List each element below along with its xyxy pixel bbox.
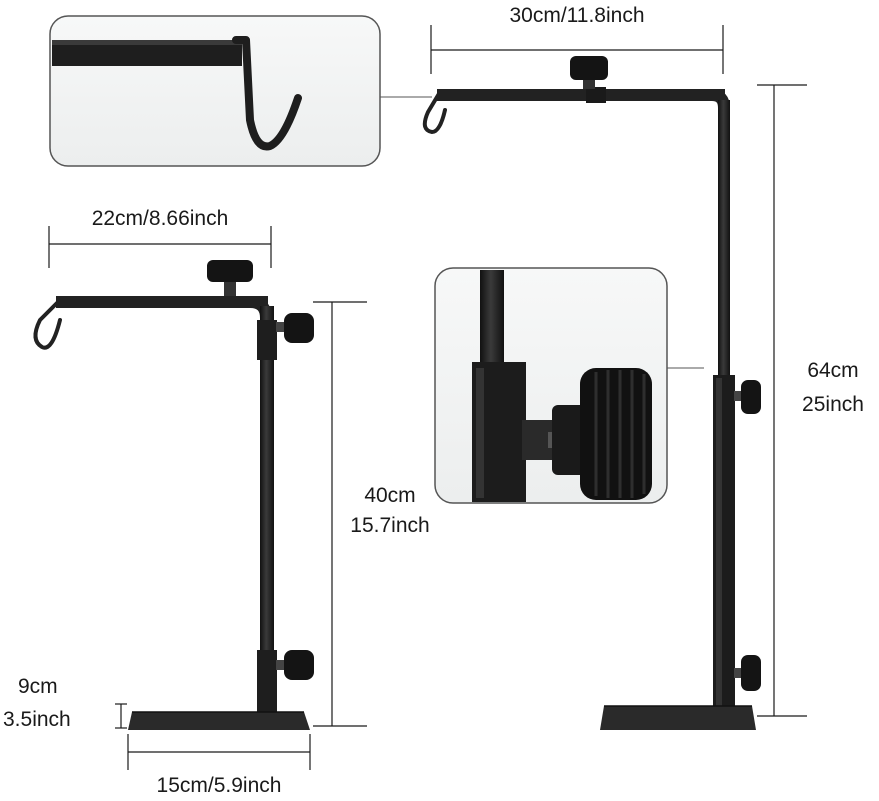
small-stand-height-label-inch: 15.7inch — [350, 514, 430, 537]
base-offset-label-inch: 3.5inch — [3, 708, 71, 731]
hook-detail-inset — [49, 15, 432, 167]
large-stand-height-label-cm: 64cm — [807, 359, 859, 382]
large-stand-height-label-inch: 25inch — [802, 393, 864, 416]
dimension-lines — [48, 25, 807, 770]
base-width-label: 15cm/5.9inch — [156, 774, 282, 797]
clamp-knob-detail-inset — [434, 267, 704, 504]
base-offset-label-cm: 9cm — [18, 675, 58, 698]
large-stand — [422, 56, 761, 730]
small-stand-height-label-cm: 40cm — [364, 484, 416, 507]
small-stand — [33, 260, 314, 730]
large-stand-top-width-label: 30cm/11.8inch — [509, 4, 645, 27]
small-stand-top-width-label: 22cm/8.66inch — [91, 207, 229, 230]
